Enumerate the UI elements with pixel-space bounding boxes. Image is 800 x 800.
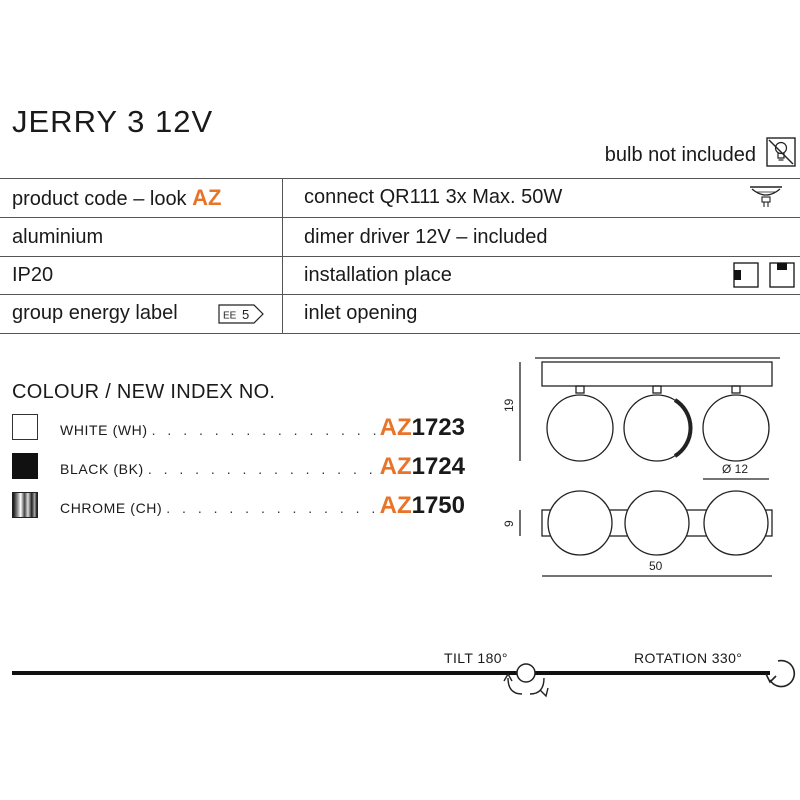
ceiling-mount-icon: [769, 262, 795, 288]
depth-value: 9: [502, 520, 516, 527]
rotation-label: ROTATION 330°: [634, 650, 743, 666]
shade-side-view: [546, 394, 614, 462]
brand-prefix: AZ: [192, 185, 222, 210]
tilt-arrows-icon: [503, 663, 549, 698]
stem: [652, 385, 662, 394]
energy-badge-value: 5: [242, 307, 249, 322]
table-column-divider: [282, 178, 283, 333]
index-code-chrome: AZ1750: [379, 492, 465, 519]
rotation-arrow-icon: [765, 659, 796, 688]
swatch-black: [12, 453, 38, 479]
adjustment-baseline: [12, 671, 770, 675]
stem: [731, 385, 741, 394]
spec-energy-label: group energy label: [12, 302, 178, 324]
table-row-divider: [0, 256, 800, 257]
technical-drawing: 19 Ø 12 9 50: [502, 357, 780, 577]
spec-driver: dimer driver 12V – included: [304, 226, 548, 248]
table-top-border: [0, 178, 800, 179]
no-bulb-icon: [766, 137, 796, 167]
diameter-value: Ø 12: [722, 462, 748, 476]
mounting-bar: [541, 361, 773, 387]
shade-top-view: [547, 490, 613, 556]
stem: [575, 385, 585, 394]
colour-row-black: BLACK (BK) . . . . . . . . . . . . . . .…: [60, 453, 465, 480]
product-title: JERRY 3 12V: [12, 104, 214, 139]
colour-row-chrome: CHROME (CH) . . . . . . . . . . . . . . …: [60, 492, 465, 519]
spec-installation-place: installation place: [304, 264, 452, 286]
table-bottom-border: [0, 333, 800, 334]
spec-ip-rating: IP20: [12, 264, 54, 286]
bulb-not-included-note: bulb not included: [604, 144, 756, 166]
spec-product-code: product code – look AZ: [12, 185, 222, 210]
index-code-white: AZ1723: [379, 414, 465, 441]
shade-top-view: [624, 490, 690, 556]
energy-label-badge: EE 5: [218, 304, 264, 324]
energy-badge-prefix: EE: [223, 311, 237, 322]
leader-dots: . . . . . . . . . . . . . . . . . . . . …: [147, 461, 376, 477]
colour-index-heading: COLOUR / NEW INDEX NO.: [12, 381, 276, 403]
index-code-black: AZ1724: [379, 453, 465, 480]
height-value: 19: [502, 398, 516, 412]
shade-side-view: [702, 394, 770, 462]
spec-inlet-opening: inlet opening: [304, 302, 418, 324]
table-row-divider: [0, 217, 800, 218]
shade-top-view: [703, 490, 769, 556]
leader-dots: . . . . . . . . . . . . . . . . . . . . …: [151, 422, 376, 438]
wall-mount-icon: [733, 262, 759, 288]
qr111-lamp-icon: [750, 186, 782, 207]
table-row-divider: [0, 294, 800, 295]
spec-material: aluminium: [12, 226, 104, 248]
spec-connect: connect QR111 3x Max. 50W: [304, 186, 563, 208]
leader-dots: . . . . . . . . . . . . . . . . . . . . …: [166, 500, 375, 516]
colour-row-white: WHITE (WH) . . . . . . . . . . . . . . .…: [60, 414, 465, 441]
swatch-chrome: [12, 492, 38, 518]
length-value: 50: [649, 559, 663, 573]
swatch-white: [12, 414, 38, 440]
tilt-label: TILT 180°: [444, 650, 508, 666]
